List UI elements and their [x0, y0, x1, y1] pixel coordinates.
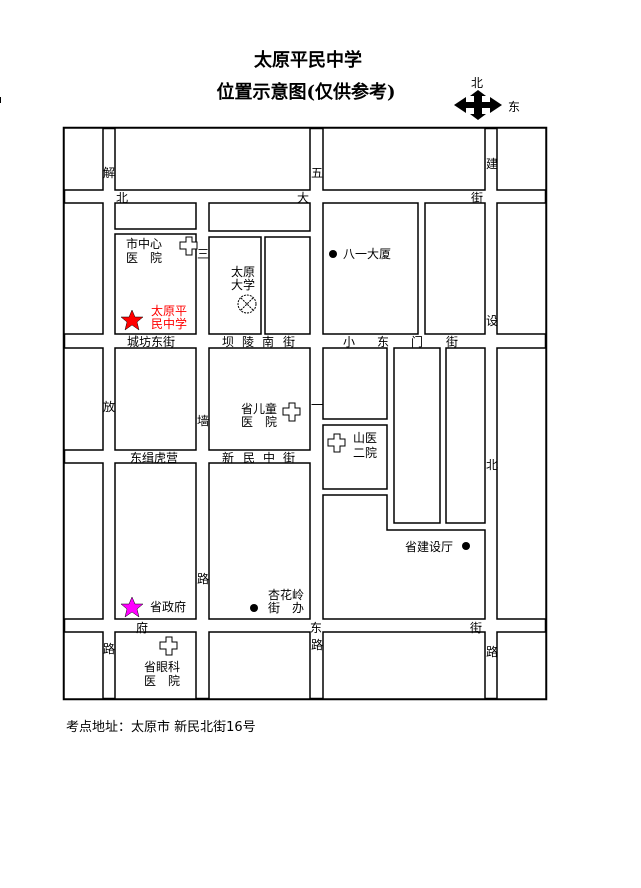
road-labels: 解 放 路 北 大 街 五 一 路 建 设 北 路 三 墙 路 府 东 街 城坊… — [103, 157, 498, 659]
road-label: 府 — [136, 620, 148, 635]
gov-label: 省政府 — [150, 599, 186, 614]
compass-icon: 北 东 — [454, 76, 520, 120]
road-label: 城坊东街 — [127, 334, 175, 349]
road-label: 新 — [222, 450, 234, 465]
block — [114, 347, 197, 451]
map-frame — [62, 126, 548, 701]
block — [114, 462, 197, 620]
road-label: 放 — [103, 399, 115, 414]
block — [496, 347, 547, 620]
road-label: 解 — [103, 166, 115, 180]
city-blocks — [63, 127, 547, 700]
shanyi-hospital-label: 二院 — [353, 446, 377, 460]
block — [208, 236, 262, 335]
exam-address: 考点地址：太原市 新民北街16号 — [66, 719, 256, 735]
road-label: 北 — [486, 458, 498, 472]
dot-icon — [329, 250, 337, 258]
hospital-cross-icon — [179, 236, 198, 256]
road-label: 五 — [311, 166, 323, 180]
block — [208, 347, 311, 451]
block — [114, 202, 197, 230]
block — [63, 347, 104, 451]
children-hospital-label: 省儿童 — [241, 401, 277, 416]
city-hospital-label: 医 院 — [126, 251, 162, 265]
block — [496, 202, 547, 335]
road-label: 街 — [470, 621, 482, 635]
compass-east-label: 东 — [508, 100, 520, 114]
road-label: 东缉虎营 — [130, 451, 178, 465]
school-label: 民中学 — [151, 316, 187, 331]
road-label: 南 — [262, 334, 274, 349]
road-label: 东 — [310, 621, 322, 635]
block — [63, 462, 104, 620]
school-label: 太原平 — [151, 303, 187, 318]
block — [322, 127, 486, 191]
block — [322, 631, 486, 700]
road-label: 街 — [446, 335, 458, 349]
edge-mark — [0, 97, 1, 103]
block — [322, 347, 388, 420]
road-label: 门 — [411, 334, 423, 349]
road-label: 北 — [116, 191, 128, 205]
road-label: 三 — [197, 247, 209, 261]
block — [264, 236, 311, 335]
children-hospital-label: 医 院 — [241, 415, 277, 429]
dot-icon — [462, 542, 470, 550]
block — [114, 631, 197, 700]
page-title: 太原平民中学 — [254, 49, 362, 71]
road-label: 设 — [486, 314, 498, 328]
road-label: 街 — [283, 335, 295, 349]
block — [393, 347, 441, 524]
city-hospital-label: 市中心 — [126, 236, 162, 251]
road-label: 大 — [297, 191, 309, 205]
hospital-cross-icon — [282, 402, 301, 422]
block — [496, 631, 547, 700]
university-label: 太原 — [231, 264, 255, 279]
block — [63, 127, 104, 191]
road-label: 一 — [311, 398, 323, 412]
university-circle-x-icon — [237, 294, 257, 314]
block — [496, 127, 547, 191]
school-star-icon — [120, 309, 144, 331]
eye-hospital-label: 医 院 — [144, 674, 180, 688]
road-label: 小 — [343, 335, 355, 349]
road-label: 路 — [486, 644, 498, 659]
block — [114, 127, 311, 191]
road-label: 民 — [243, 451, 255, 465]
gov-star-icon — [120, 596, 144, 618]
block — [322, 494, 486, 620]
block — [208, 462, 311, 620]
road-label: 路 — [103, 641, 115, 656]
landmarks: 市中心 医 院 太原 大学 八一大厦 太原平 民中学 省儿童 医 院 山医 二院… — [120, 236, 470, 688]
road-label: 坝 — [222, 335, 234, 349]
block — [322, 202, 419, 335]
road-label: 陵 — [242, 335, 254, 349]
dot-icon — [250, 604, 258, 612]
block — [445, 347, 486, 524]
road-label: 建 — [486, 157, 498, 171]
shanyi-hospital-label: 山医 — [353, 431, 377, 445]
block — [63, 202, 104, 335]
hospital-cross-icon — [327, 433, 346, 453]
hospital-cross-icon — [159, 636, 178, 656]
compass-north-label: 北 — [471, 76, 483, 90]
block — [63, 631, 104, 700]
xinghualing-office-label: 杏花岭 — [268, 587, 304, 602]
university-label: 大学 — [231, 277, 255, 292]
road-label: 路 — [311, 637, 323, 652]
page-subtitle: 位置示意图(仅供参考) — [216, 81, 395, 103]
road-label: 路 — [197, 571, 209, 586]
bayi-building-label: 八一大厦 — [343, 247, 391, 261]
road-label: 东 — [377, 335, 389, 349]
block — [208, 631, 311, 700]
block — [208, 202, 311, 232]
road-label: 街 — [283, 451, 295, 465]
road-label: 中 — [263, 450, 275, 465]
construction-dept-label: 省建设厅 — [405, 540, 453, 554]
road-label: 街 — [471, 191, 483, 205]
road-label: 墙 — [197, 414, 209, 428]
xinghualing-office-label: 街 办 — [268, 600, 304, 615]
eye-hospital-label: 省眼科 — [144, 660, 180, 674]
block — [424, 202, 486, 335]
